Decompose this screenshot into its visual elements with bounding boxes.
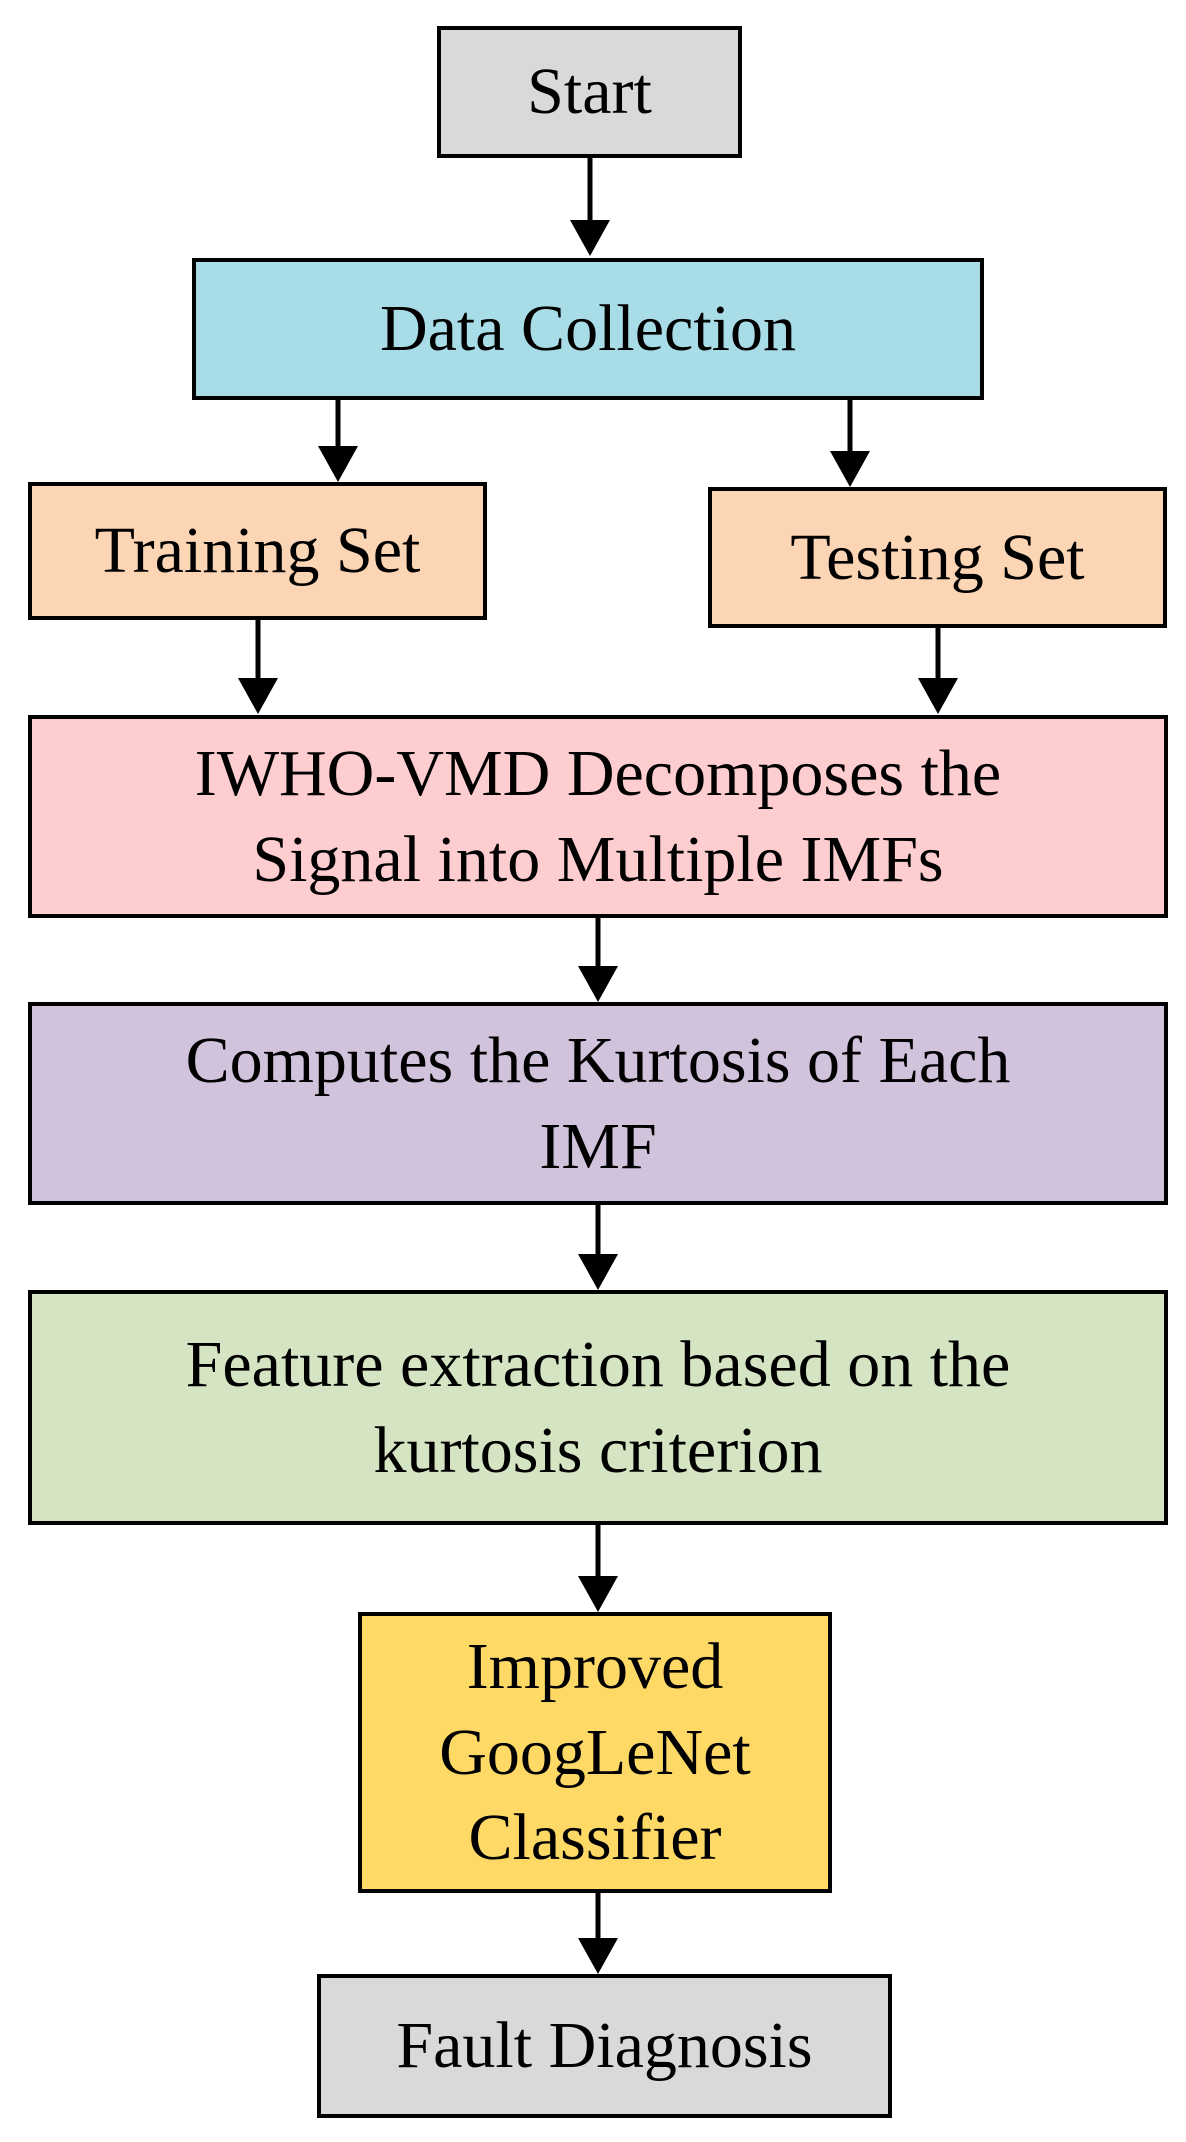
classifier-line-1: Improved: [466, 1629, 724, 1703]
testing-set-label: Testing Set: [790, 520, 1085, 594]
feature-extraction-line-2: kurtosis criterion: [373, 1413, 823, 1487]
arrow-training-set-to-decompose: [238, 620, 278, 714]
decompose-line-1: IWHO-VMD Decomposes the: [194, 736, 1002, 810]
feature-extraction-line-1: Feature extraction based on the: [185, 1327, 1011, 1401]
training-set-node: Training Set: [28, 482, 487, 620]
data-collection-node: Data Collection: [192, 258, 984, 400]
classifier-node: Improved GoogLeNet Classifier: [358, 1612, 832, 1893]
training-set-label: Training Set: [94, 514, 421, 588]
arrow-feature-extraction-to-classifier: [578, 1525, 618, 1612]
classifier-line-3: Classifier: [468, 1801, 722, 1875]
arrow-classifier-to-fault-diagnosis: [578, 1893, 618, 1974]
kurtosis-node: Computes the Kurtosis of Each IMF: [28, 1002, 1168, 1205]
arrow-testing-set-to-decompose: [918, 628, 958, 714]
arrow-start-to-data-collection: [570, 158, 610, 256]
arrow-data-collection-to-testing-set: [830, 400, 870, 487]
start-label: Start: [527, 55, 652, 129]
arrow-decompose-to-kurtosis: [578, 918, 618, 1002]
kurtosis-line-1: Computes the Kurtosis of Each: [185, 1023, 1011, 1097]
arrow-kurtosis-to-feature-extraction: [578, 1205, 618, 1290]
data-collection-label: Data Collection: [379, 292, 797, 366]
fault-diagnosis-node: Fault Diagnosis: [317, 1974, 892, 2118]
feature-extraction-node: Feature extraction based on the kurtosis…: [28, 1290, 1168, 1525]
fault-diagnosis-label: Fault Diagnosis: [396, 2009, 813, 2083]
testing-set-node: Testing Set: [708, 487, 1167, 628]
decompose-line-2: Signal into Multiple IMFs: [252, 822, 944, 896]
arrow-data-collection-to-training-set: [318, 400, 358, 482]
kurtosis-line-2: IMF: [539, 1109, 657, 1183]
classifier-line-2: GoogLeNet: [439, 1715, 751, 1789]
start-node: Start: [437, 26, 742, 158]
decompose-node: IWHO-VMD Decomposes the Signal into Mult…: [28, 715, 1168, 918]
